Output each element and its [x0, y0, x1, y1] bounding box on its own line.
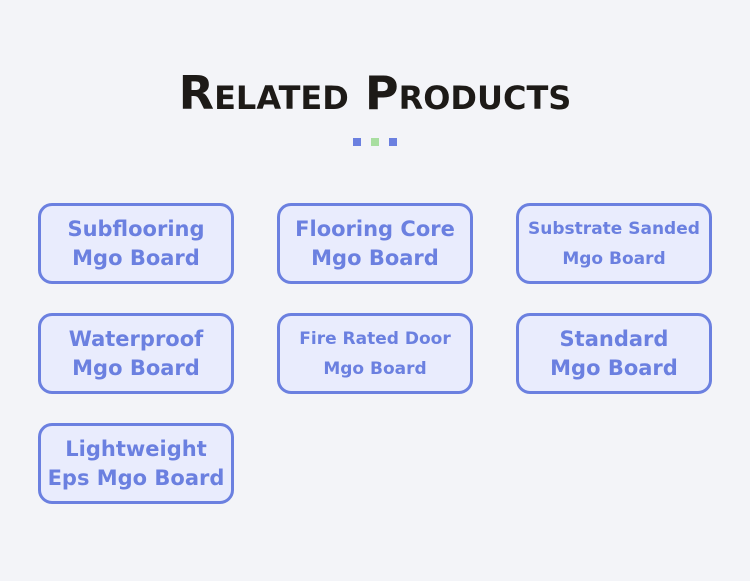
product-card-flooring-core[interactable]: Flooring Core Mgo Board — [277, 203, 473, 284]
product-name-line2: Mgo Board — [562, 248, 666, 269]
product-name-line2: Eps Mgo Board — [47, 465, 225, 490]
product-name-line1: Subflooring — [67, 216, 205, 241]
product-name-line2: Mgo Board — [323, 358, 427, 379]
product-card-lightweight-eps[interactable]: Lightweight Eps Mgo Board — [38, 423, 234, 504]
product-name-line2: Mgo Board — [550, 355, 678, 380]
product-card-fire-rated-door[interactable]: Fire Rated Door Mgo Board — [277, 313, 473, 394]
product-name-line1: Substrate Sanded — [528, 218, 700, 239]
product-name-line1: Waterproof — [68, 326, 204, 351]
divider-dot — [353, 138, 361, 146]
product-name-line2: Mgo Board — [72, 355, 200, 380]
product-card-standard[interactable]: Standard Mgo Board — [516, 313, 712, 394]
product-name-line1: Fire Rated Door — [299, 328, 451, 349]
product-name-line1: Flooring Core — [295, 216, 455, 241]
divider-dot — [389, 138, 397, 146]
page-title: Related Products — [178, 66, 572, 120]
product-card-waterproof[interactable]: Waterproof Mgo Board — [38, 313, 234, 394]
product-card-subflooring[interactable]: Subflooring Mgo Board — [38, 203, 234, 284]
product-name-line2: Mgo Board — [72, 245, 200, 270]
product-name-line1: Lightweight — [65, 436, 207, 461]
product-name-line2: Mgo Board — [311, 245, 439, 270]
product-card-substrate-sanded[interactable]: Substrate Sanded Mgo Board — [516, 203, 712, 284]
divider-dot — [371, 138, 379, 146]
product-name-line1: Standard — [559, 326, 669, 351]
